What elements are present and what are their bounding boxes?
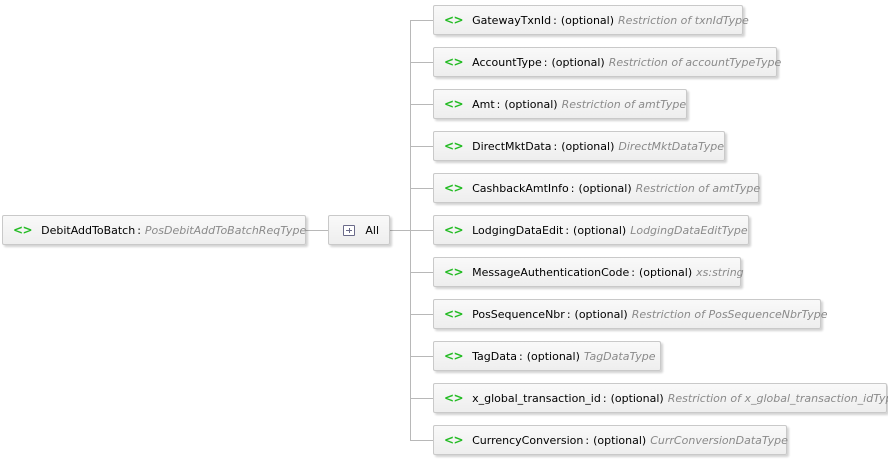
child-element-type: Restriction of amtType [561, 97, 687, 111]
child-separator: : [565, 223, 570, 237]
child-element-node[interactable]: <> AccountType:(optional)Restriction of a… [433, 47, 781, 77]
child-connector [410, 230, 434, 231]
child-separator: : [543, 55, 548, 69]
element-tag-icon: <> [444, 307, 464, 321]
element-tag-icon: <> [444, 139, 464, 153]
child-element-type: Restriction of amtType [635, 181, 761, 195]
child-element-node[interactable]: <> PosSequenceNbr:(optional)Restriction o… [433, 299, 828, 329]
child-element-node[interactable]: <> DirectMktData:(optional)DirectMktDataT… [433, 131, 725, 161]
child-optional-label: (optional) [504, 97, 558, 111]
child-element-name: GatewayTxnId [472, 13, 552, 27]
child-element-node[interactable]: <> LodgingDataEdit:(optional)LodgingDataE… [433, 215, 749, 245]
child-element-node[interactable]: <> CurrencyConversion:(optional)CurrConve… [433, 425, 788, 455]
child-connector [410, 188, 434, 189]
child-optional-label: (optional) [526, 349, 580, 363]
child-element-name: PosSequenceNbr [472, 307, 565, 321]
element-tag-icon: <> [444, 391, 464, 405]
child-connector [410, 20, 434, 21]
child-separator: : [631, 265, 635, 279]
child-connector [410, 314, 434, 315]
child-element-node[interactable]: <> TagData:(optional)TagDataType [433, 341, 661, 371]
child-connector [410, 356, 434, 357]
child-optional-label: (optional) [574, 307, 628, 321]
child-element-name: AccountType [472, 55, 542, 69]
child-element-node[interactable]: <> GatewayTxnId:(optional)Restriction of … [433, 5, 749, 35]
child-element-name: TagData [472, 349, 517, 363]
compositor-to-bus-connector [390, 230, 411, 231]
child-optional-label: (optional) [561, 139, 615, 153]
child-element-type: Restriction of x_global_transaction_idTy… [667, 391, 888, 405]
root-element-type: PosDebitAddToBatchReqType [144, 223, 307, 237]
child-optional-label: (optional) [610, 391, 664, 405]
child-element-node[interactable]: <> CashbackAmtInfo:(optional)Restriction … [433, 173, 761, 203]
child-element-name: x_global_transaction_id [472, 391, 601, 405]
child-optional-label: (optional) [573, 223, 627, 237]
child-separator: : [570, 181, 575, 195]
compositor-label: All [365, 223, 379, 237]
child-element-name: MessageAuthenticationCode [472, 265, 630, 279]
child-separator: : [566, 307, 571, 321]
child-element-type: Restriction of txnIdType [618, 13, 749, 27]
child-element-type: DirectMktDataType [618, 139, 725, 153]
child-element-node[interactable]: <> MessageAuthenticationCode:(optional)xs… [433, 257, 744, 287]
child-separator: : [553, 13, 557, 27]
child-connector [410, 272, 434, 273]
element-tag-icon: <> [444, 265, 464, 279]
all-compositor-node[interactable]: All [328, 215, 390, 245]
element-tag-icon: <> [444, 223, 464, 237]
child-element-type: TagDataType [583, 349, 656, 363]
element-tag-icon: <> [13, 223, 33, 237]
element-tag-icon: <> [444, 181, 464, 195]
element-tag-icon: <> [444, 55, 464, 69]
child-element-node[interactable]: <> x_global_transaction_id:(optional)Rest… [433, 383, 888, 413]
child-optional-label: (optional) [578, 181, 632, 195]
child-optional-label: (optional) [638, 265, 693, 279]
child-separator: : [553, 139, 558, 153]
child-separator: : [585, 433, 590, 447]
child-element-type: xs:string [696, 265, 744, 279]
child-element-type: LodgingDataEditType [630, 223, 748, 237]
child-connector [410, 104, 434, 105]
all-compositor-icon [343, 224, 356, 236]
root-separator: : [137, 223, 141, 237]
root-element-name: DebitAddToBatch [41, 223, 136, 237]
child-connector [410, 62, 434, 63]
element-tag-icon: <> [444, 433, 464, 447]
child-element-name: LodgingDataEdit [472, 223, 564, 237]
child-element-type: Restriction of accountTypeType [608, 55, 782, 69]
child-element-type: CurrConversionDataType [650, 433, 788, 447]
child-connector [410, 440, 434, 441]
child-connector [410, 146, 434, 147]
child-separator: : [496, 97, 501, 111]
child-element-type: Restriction of PosSequenceNbrType [631, 307, 828, 321]
child-element-name: DirectMktData [472, 139, 552, 153]
child-element-node[interactable]: <> Amt:(optional)Restriction of amtType [433, 89, 687, 119]
child-element-name: CashbackAmtInfo [472, 181, 569, 195]
root-to-compositor-connector [305, 230, 329, 231]
element-tag-icon: <> [444, 13, 464, 27]
element-tag-icon: <> [444, 349, 464, 363]
child-element-name: CurrencyConversion [472, 433, 584, 447]
element-tag-icon: <> [444, 97, 464, 111]
child-optional-label: (optional) [593, 433, 647, 447]
child-optional-label: (optional) [560, 13, 615, 27]
child-connector [410, 398, 434, 399]
root-element-node[interactable]: <> DebitAddToBatch : PosDebitAddToBatchR… [2, 215, 306, 245]
child-separator: : [519, 349, 523, 363]
child-separator: : [602, 391, 607, 405]
child-optional-label: (optional) [551, 55, 605, 69]
child-element-name: Amt [472, 97, 495, 111]
